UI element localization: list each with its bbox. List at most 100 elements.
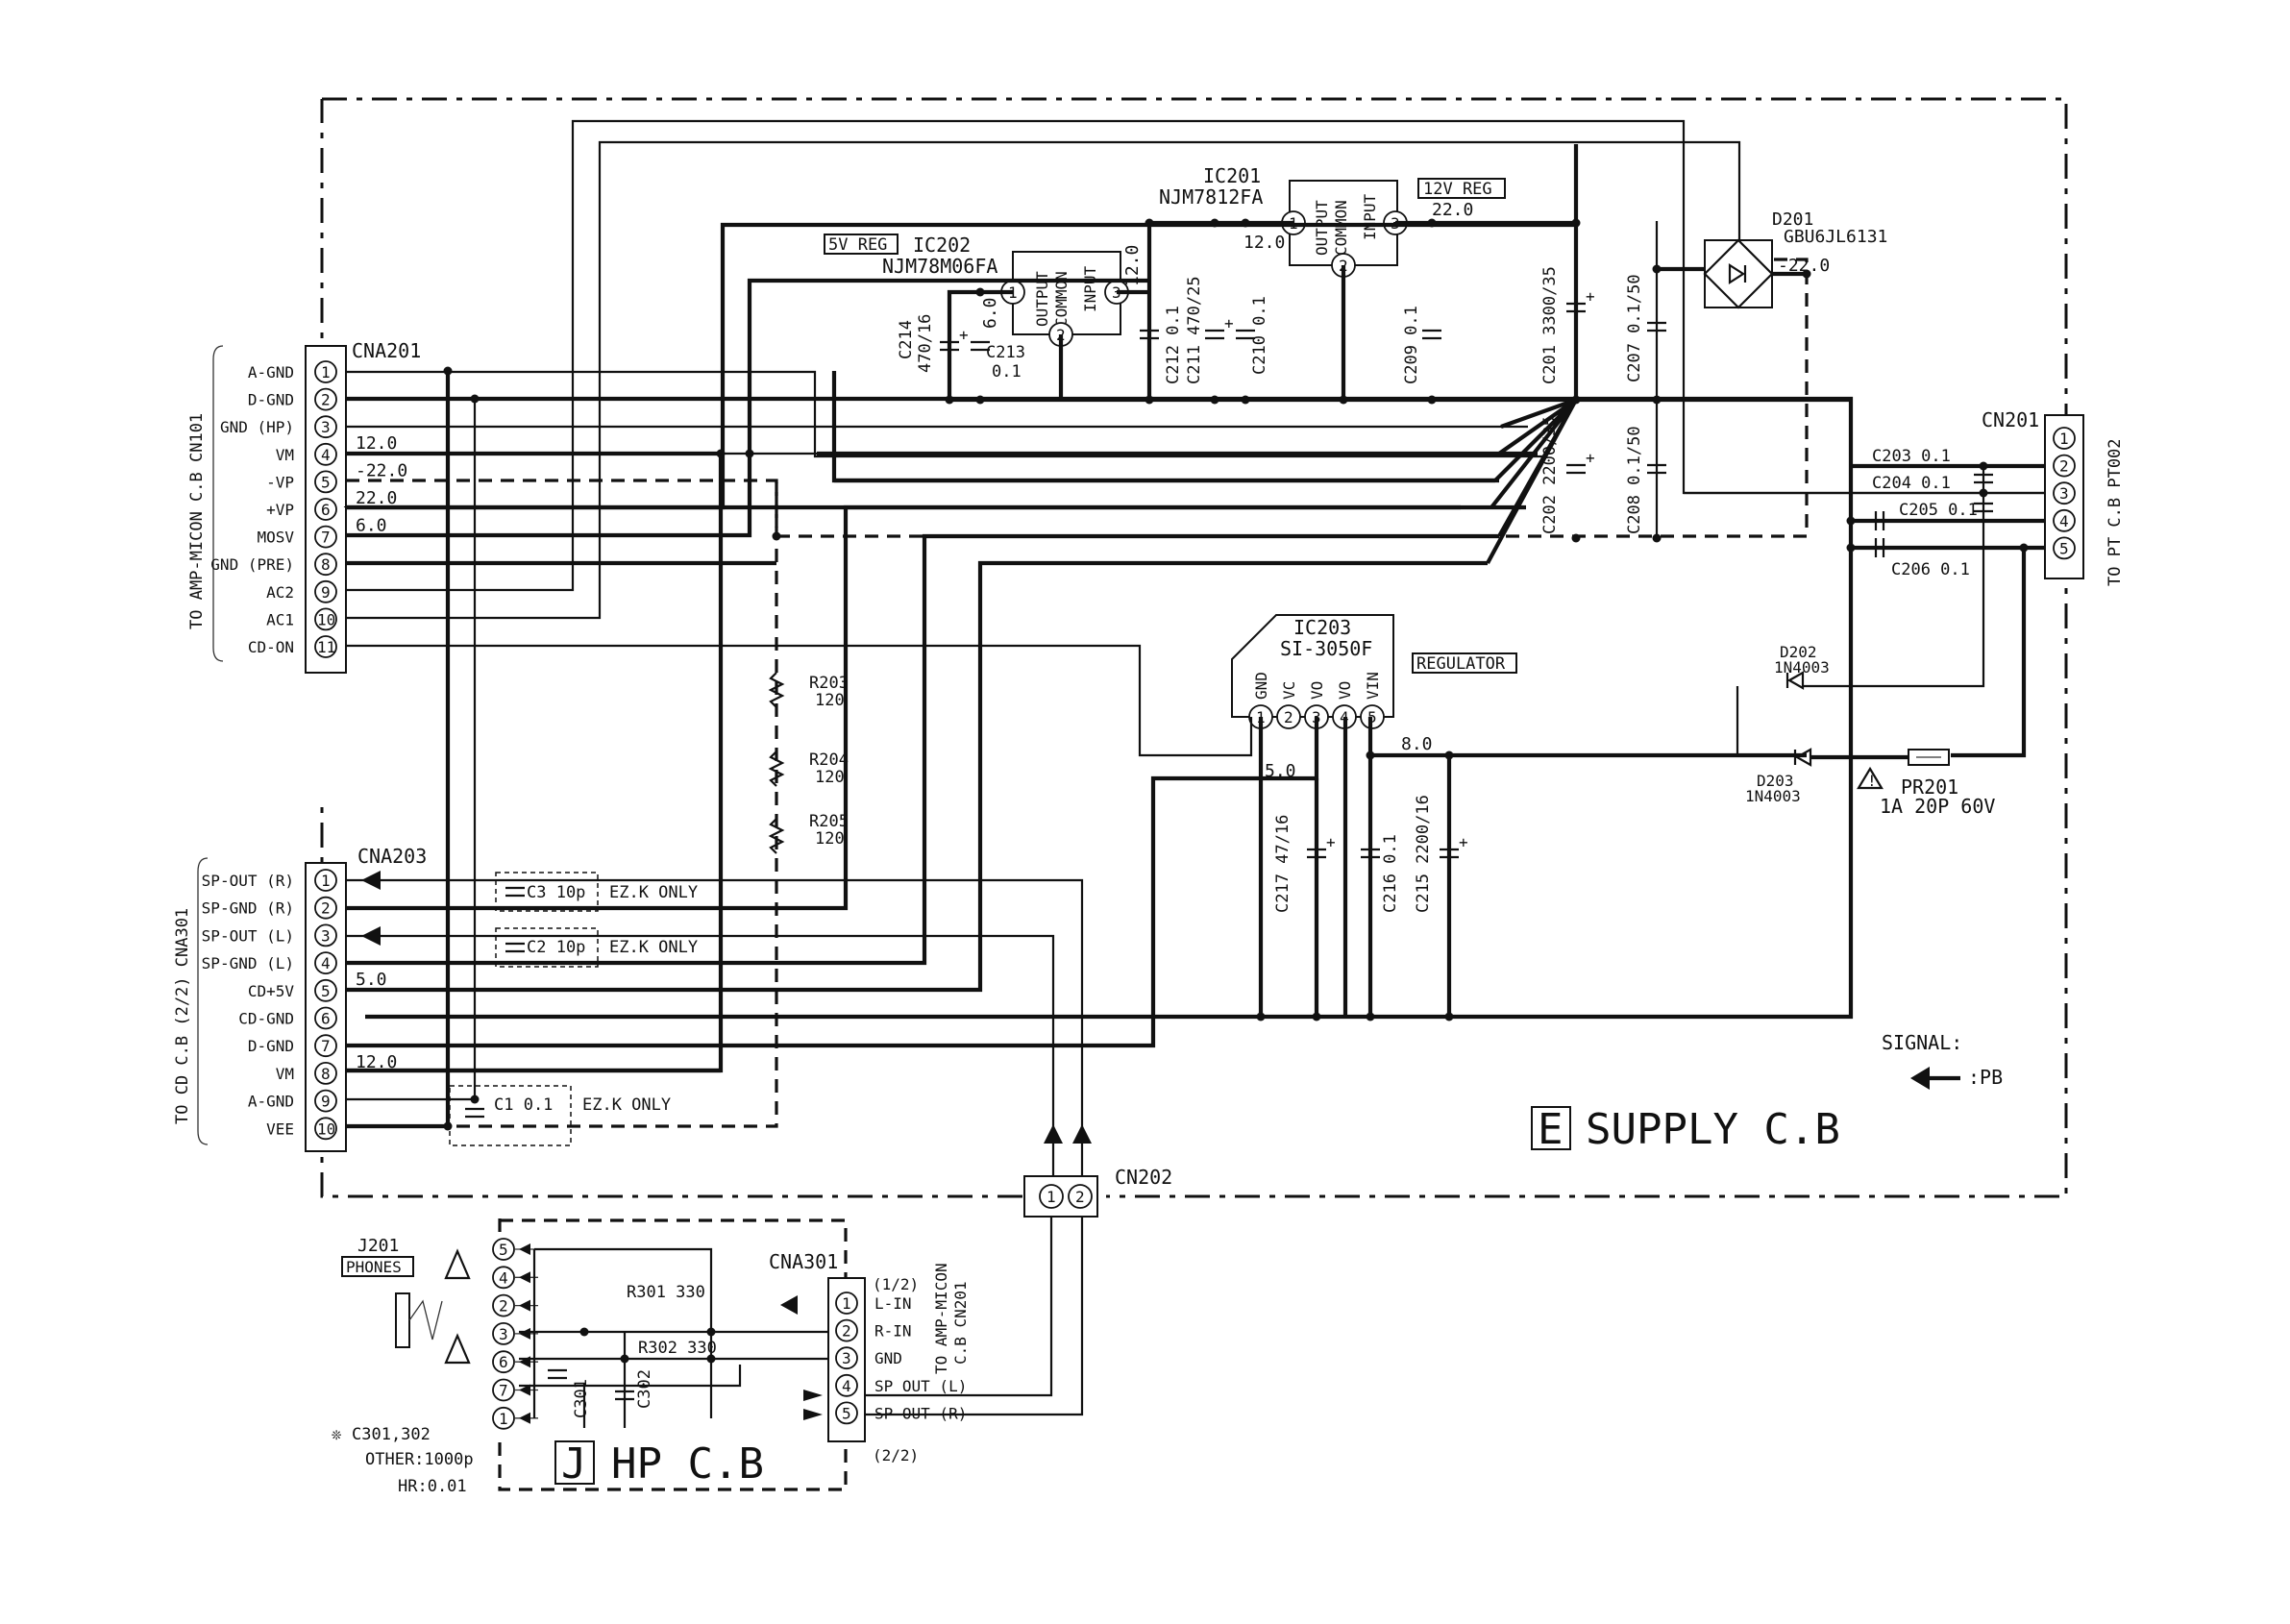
cn202-pin-number: 2 <box>1075 1188 1085 1206</box>
cna201-pins-pin-label: D-GND <box>248 391 294 409</box>
d202-ref: D202 <box>1780 643 1817 661</box>
c213-value: 0.1 <box>992 362 1022 381</box>
cna203-pins-pin-3 <box>314 923 337 947</box>
note-line2: OTHER:1000p <box>365 1450 474 1469</box>
ic203-pin-name: VO <box>1308 681 1326 700</box>
cna201-pins-pin-number: 9 <box>321 583 331 602</box>
c215-label: C215 2200/16 <box>1414 795 1433 913</box>
ic201-vin: 22.0 <box>1432 200 1473 220</box>
cna201-pins-pin-label: GND (PRE) <box>210 555 294 574</box>
j201-pin-arrow <box>519 1299 530 1312</box>
signal-label: SIGNAL: <box>1882 1031 1962 1054</box>
ic202-part: NJM78M06FA <box>882 255 997 278</box>
cna201-pins-pin-10 <box>314 607 337 631</box>
cna203-voltage: 12.0 <box>356 1052 397 1072</box>
ic202-pin-common: COMMON <box>1052 271 1071 327</box>
cna201-pins-pin-2 <box>314 387 337 411</box>
cn201-pins-pin-4 <box>2053 508 2076 532</box>
junction-dot <box>1210 395 1219 405</box>
r203-value: 120 <box>815 691 845 710</box>
junction-dot <box>1427 395 1437 405</box>
svg-text:+: + <box>1326 833 1336 851</box>
cna203-pins-pin-label: VM <box>276 1065 294 1083</box>
junction-dot <box>1366 750 1375 760</box>
c209-label: C209 0.1 <box>1402 306 1421 384</box>
cna201-pins-pin-7 <box>314 525 337 549</box>
c301-label: C301 <box>572 1379 591 1418</box>
d203-ref: D203 <box>1757 772 1794 790</box>
cna301-side1: TO AMP-MICON <box>932 1263 950 1374</box>
junction-dot <box>1846 543 1856 553</box>
cna301-pins-pin-2 <box>835 1318 858 1342</box>
junction-dot <box>1312 1012 1321 1021</box>
cna203-pins-pin-6 <box>314 1006 337 1030</box>
cn202-pin-2 <box>1068 1184 1093 1209</box>
cna201-pins-pin-5 <box>314 470 337 494</box>
cna203-pins-pin-10 <box>314 1117 337 1141</box>
cna203-voltage: 5.0 <box>356 970 387 990</box>
c3-symbol <box>505 886 525 898</box>
ic202-pin-input: INPUT <box>1081 265 1099 312</box>
junction-dot <box>975 287 985 297</box>
junction-dot <box>443 1121 453 1131</box>
cna301-pins-pin-number: 2 <box>842 1322 851 1341</box>
cna201-pins-pin-label: MOSV <box>257 529 294 547</box>
c208-symbol <box>1647 463 1666 475</box>
junction-dot <box>706 1327 716 1337</box>
c212-label: C212 0.1 <box>1164 306 1183 384</box>
c3-note: EZ.K ONLY <box>609 883 698 902</box>
cn201-pins-pin-number: 3 <box>2059 484 2069 503</box>
junction-dot <box>1444 1012 1454 1021</box>
junction-dot <box>1241 218 1250 228</box>
cna201-pins-pin-number: 4 <box>321 446 331 464</box>
c213-label: C213 <box>986 343 1025 362</box>
cna201-pins-pin-label: AC2 <box>266 583 294 602</box>
junction-dot <box>1652 264 1662 274</box>
cna301-pins-pin-1 <box>835 1292 858 1315</box>
junction-dot <box>1241 395 1250 405</box>
junction-dot <box>620 1354 629 1364</box>
cna203-pins-pin-number: 5 <box>321 982 331 1000</box>
junction-dot <box>745 449 754 458</box>
c205-symbol <box>1874 511 1885 530</box>
junction-dot <box>1145 218 1154 228</box>
cn201-pins-pin-number: 1 <box>2059 430 2069 448</box>
cna203-pins-pin-number: 1 <box>321 872 331 890</box>
svg-text:+: + <box>1586 287 1595 306</box>
d201-part: GBU6JL6131 <box>1784 227 1887 247</box>
cna203-pins-pin-number: 6 <box>321 1010 331 1028</box>
cna203-pins-pin-label: A-GND <box>248 1093 294 1111</box>
connector-cna201: CNA201 TO AMP-MICON C.B CN101 1A-GND2D-G… <box>187 339 421 674</box>
wiring <box>343 119 2045 1416</box>
resistors-r203-r205: R203 120 R204 120 R205 120 <box>768 672 849 854</box>
cna201-pins-pin-4 <box>314 442 337 466</box>
svg-text:+: + <box>1586 449 1595 467</box>
c214-label: C214 <box>897 320 916 359</box>
cna301-label: CNA301 <box>769 1250 838 1273</box>
cna201-pins-pin-label: +VP <box>266 501 294 519</box>
cna301-pins-pin-3 <box>835 1346 858 1370</box>
cna201-pins-pin-number: 8 <box>321 555 331 574</box>
cn201-pins-pin-number: 2 <box>2059 457 2069 476</box>
svg-text:+: + <box>959 326 969 344</box>
cna203-pins-pin-number: 9 <box>321 1093 331 1111</box>
cna201-pins-pin-label: VM <box>276 446 294 464</box>
ic202-ref: IC202 <box>913 234 971 257</box>
cna301-pins-pin-number: 3 <box>842 1349 851 1367</box>
ic201-pin-input: INPUT <box>1361 193 1379 240</box>
d202-part: 1N4003 <box>1774 658 1830 677</box>
cna301-pins-pin-5 <box>835 1401 858 1425</box>
cna203-pins-pin-label: SP-OUT (R) <box>202 872 294 890</box>
junction-dot <box>1339 395 1348 405</box>
board-e-title: SUPPLY C.B <box>1586 1105 1840 1154</box>
junction-dot <box>443 366 453 376</box>
j201-pin-arrow <box>519 1243 530 1255</box>
cn201-pins-pin-5 <box>2053 536 2076 560</box>
r204-value: 120 <box>815 768 845 787</box>
ic201-vout: 12.0 <box>1243 233 1285 253</box>
cna203-pins-pin-2 <box>314 896 337 920</box>
cna301-pins-pin-label: GND <box>874 1349 902 1367</box>
r203-label: R203 <box>809 674 849 693</box>
j201-contact <box>444 1248 471 1365</box>
junction-dot <box>470 394 480 404</box>
